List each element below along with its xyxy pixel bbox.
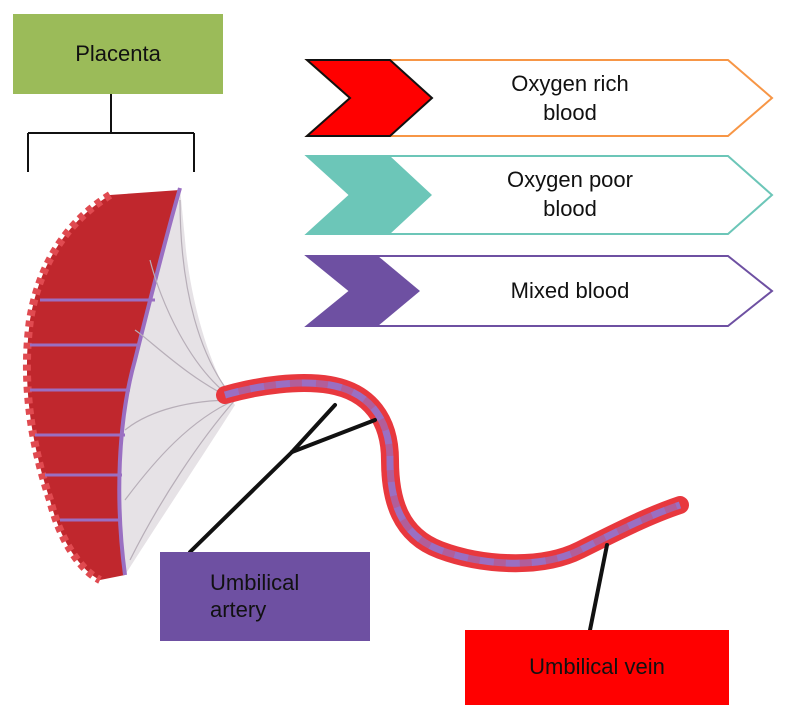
placenta-bracket [27, 94, 195, 172]
umbilical-artery-label: Umbilical artery [160, 552, 370, 641]
legend-arrow-oxygen-poor [304, 155, 774, 235]
placenta-illustration [22, 187, 236, 584]
vein-pointer-line [588, 543, 609, 632]
legend-label-mixed: Mixed blood [510, 277, 630, 303]
umbilical-vein-label: Umbilical vein [465, 630, 729, 705]
legend-label-oxygen-rich: Oxygen rich blood [511, 71, 629, 125]
artery-pointer-lines [188, 403, 377, 554]
legend-arrow-oxygen-rich [304, 59, 774, 137]
legend-arrow-mixed [304, 255, 774, 327]
placenta-label: Placenta [13, 14, 223, 94]
legend-label-oxygen-poor: Oxygen poor blood [507, 167, 633, 221]
umbilical-cord [216, 374, 689, 573]
